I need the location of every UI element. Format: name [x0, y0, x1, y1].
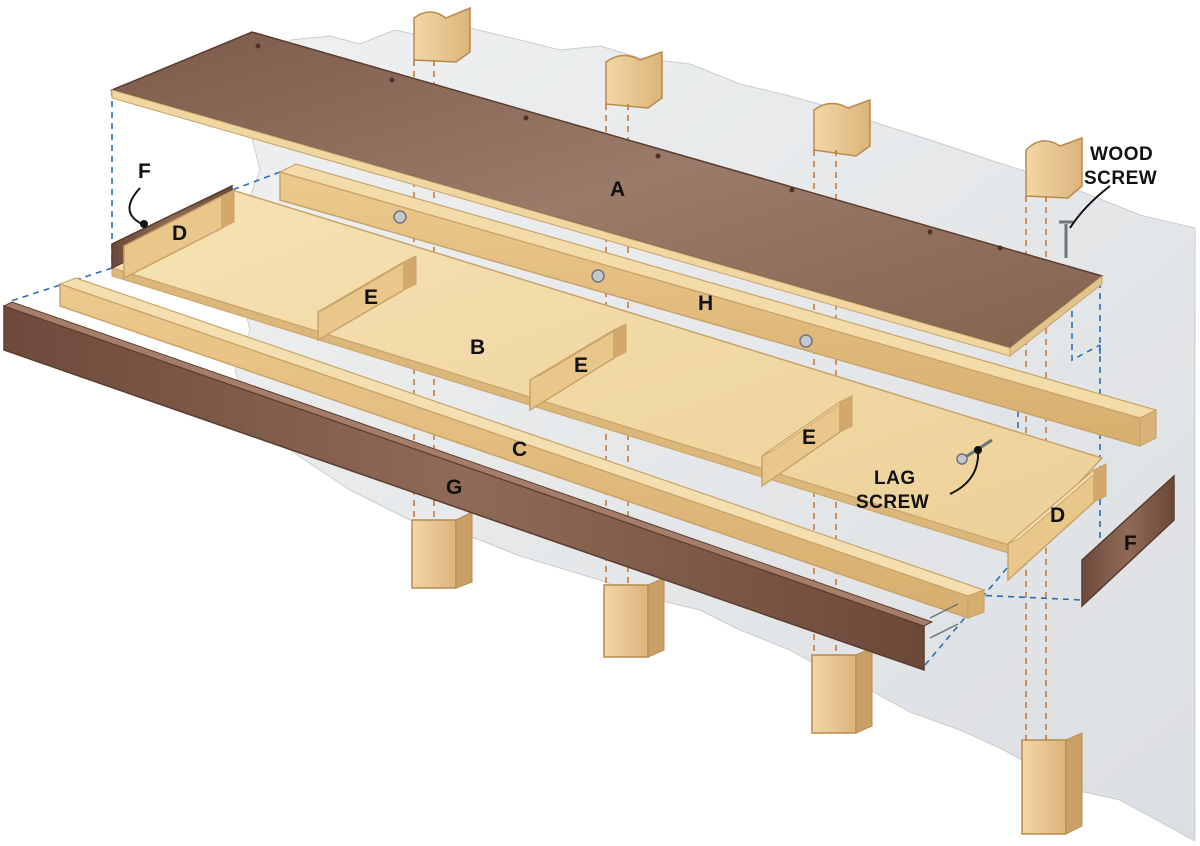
stud-1-bottom	[411, 519, 457, 589]
callout-wood-screw-line1: WOOD	[1090, 144, 1153, 165]
label-b: B	[470, 336, 485, 359]
spacer-e-1	[317, 255, 417, 342]
stud-3-bottom	[811, 654, 857, 734]
spacer-e-3	[761, 395, 853, 488]
bolt-head-icon	[393, 210, 813, 348]
front-rail-c	[58, 277, 986, 620]
stud-1-bottom-face	[455, 511, 473, 589]
wood-screw-icon	[1059, 220, 1073, 270]
stud-4-bottom	[1021, 739, 1067, 835]
end-cap-right-f	[1081, 474, 1175, 608]
label-e-2: E	[574, 354, 588, 377]
label-e-1: E	[364, 286, 378, 309]
finish-nails-icon	[929, 603, 959, 639]
stud-4-bottom-face	[1065, 732, 1083, 835]
label-f-right: F	[1124, 532, 1137, 555]
label-d-right: D	[1050, 504, 1065, 527]
leader-lines	[128, 185, 1111, 495]
stud-2-top	[605, 50, 663, 109]
stud-1-top	[413, 6, 471, 63]
studs-lower	[411, 511, 1083, 835]
spacer-e-2	[529, 323, 627, 412]
stud-4-top	[1025, 136, 1083, 199]
label-f-left: F	[138, 160, 151, 183]
stud-2-bottom	[603, 584, 649, 658]
label-c: C	[512, 438, 527, 461]
ledger-h	[278, 163, 1158, 447]
label-d-left: D	[172, 222, 187, 245]
leader-dot-f	[140, 220, 148, 228]
stud-3-top	[813, 98, 871, 157]
leader-dot-lag	[974, 446, 982, 454]
stud-2-bottom-face	[647, 577, 665, 658]
label-g: G	[446, 476, 462, 499]
end-block-left-d	[123, 189, 235, 280]
end-block-right-d	[1007, 463, 1107, 582]
callout-lag-screw-line1: LAG	[874, 468, 916, 489]
face-band-g	[2, 301, 934, 672]
label-h: H	[698, 292, 713, 315]
callout-lag-screw-line2: SCREW	[856, 492, 929, 513]
label-e-3: E	[802, 426, 816, 449]
studs-upper	[413, 6, 1083, 199]
top-shelf-a	[109, 31, 1104, 358]
callout-wood-screw-line2: SCREW	[1084, 168, 1157, 189]
stud-3-bottom-face	[855, 647, 873, 734]
label-a: A	[610, 178, 625, 201]
